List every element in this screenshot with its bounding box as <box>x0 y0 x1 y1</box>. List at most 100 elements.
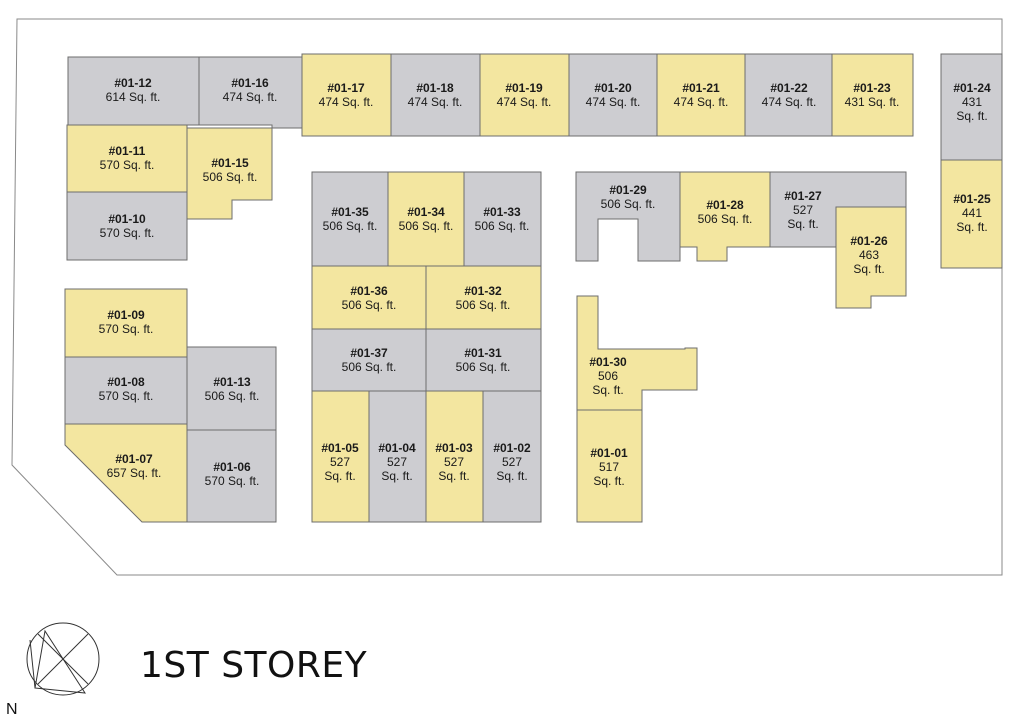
unit-area: 506 Sq. ft. <box>323 219 378 233</box>
unit-area: 474 Sq. ft. <box>497 95 552 109</box>
unit-area: 474 Sq. ft. <box>319 95 374 109</box>
unit-area: Sq. ft. <box>381 469 412 483</box>
unit-area: Sq. ft. <box>956 220 987 234</box>
unit-number: #01-25 <box>953 192 991 206</box>
unit-shape <box>64 423 188 523</box>
unit-area: 527 <box>444 455 464 469</box>
unit-area: 506 Sq. ft. <box>698 212 753 226</box>
unit-area: 506 Sq. ft. <box>205 389 260 403</box>
unit-area: 431 Sq. ft. <box>845 95 900 109</box>
unit-number: #01-01 <box>590 446 628 460</box>
unit-number: #01-31 <box>464 346 502 360</box>
unit-number: #01-04 <box>378 441 416 455</box>
unit-area: 474 Sq. ft. <box>223 90 278 104</box>
unit-shape <box>186 429 277 523</box>
unit-number: #01-02 <box>493 441 531 455</box>
unit-area: 570 Sq. ft. <box>99 322 154 336</box>
unit-area: 506 Sq. ft. <box>456 298 511 312</box>
unit-number: #01-19 <box>505 81 543 95</box>
unit-number: #01-24 <box>953 81 991 95</box>
unit-number: #01-10 <box>108 212 146 226</box>
unit-number: #01-32 <box>464 284 502 298</box>
unit-number: #01-36 <box>350 284 388 298</box>
unit-number: #01-13 <box>213 375 251 389</box>
unit-number: #01-21 <box>682 81 720 95</box>
unit-area: 506 Sq. ft. <box>342 360 397 374</box>
unit-area: 527 <box>387 455 407 469</box>
unit-area: 506 Sq. ft. <box>399 219 454 233</box>
unit-area: 506 Sq. ft. <box>601 197 656 211</box>
unit-number: #01-35 <box>331 205 369 219</box>
unit-area: Sq. ft. <box>438 469 469 483</box>
unit-number: #01-15 <box>211 156 249 170</box>
unit-area: 474 Sq. ft. <box>408 95 463 109</box>
unit-number: #01-37 <box>350 346 388 360</box>
unit-number: #01-22 <box>770 81 808 95</box>
unit-number: #01-16 <box>231 76 269 90</box>
unit-area: 517 <box>599 460 619 474</box>
north-arrow-icon <box>26 622 100 696</box>
unit-area: Sq. ft. <box>496 469 527 483</box>
unit-shape <box>482 390 542 523</box>
unit-area: 570 Sq. ft. <box>100 158 155 172</box>
unit-area: Sq. ft. <box>593 474 624 488</box>
unit-area: Sq. ft. <box>324 469 355 483</box>
unit-number: #01-34 <box>407 205 445 219</box>
unit-number: #01-09 <box>107 308 145 322</box>
unit-number: #01-07 <box>115 452 153 466</box>
unit-area: 570 Sq. ft. <box>100 226 155 240</box>
unit-area: 441 <box>962 206 982 220</box>
unit-area: 506 Sq. ft. <box>342 298 397 312</box>
unit-area: 570 Sq. ft. <box>99 389 154 403</box>
unit-area: Sq. ft. <box>956 109 987 123</box>
unit-number: #01-33 <box>483 205 521 219</box>
unit-number: #01-27 <box>784 189 822 203</box>
unit-area: 474 Sq. ft. <box>586 95 641 109</box>
unit-number: #01-03 <box>435 441 473 455</box>
unit-area: 506 Sq. ft. <box>475 219 530 233</box>
unit-area: 506 Sq. ft. <box>203 170 258 184</box>
unit-shape <box>940 159 1003 269</box>
unit-number: #01-05 <box>321 441 359 455</box>
unit-area: 474 Sq. ft. <box>762 95 817 109</box>
unit-number: #01-06 <box>213 460 251 474</box>
unit-area: 657 Sq. ft. <box>107 466 162 480</box>
unit-area: Sq. ft. <box>787 217 818 231</box>
unit-area: Sq. ft. <box>592 383 623 397</box>
storey-title: 1ST STOREY <box>140 645 368 686</box>
